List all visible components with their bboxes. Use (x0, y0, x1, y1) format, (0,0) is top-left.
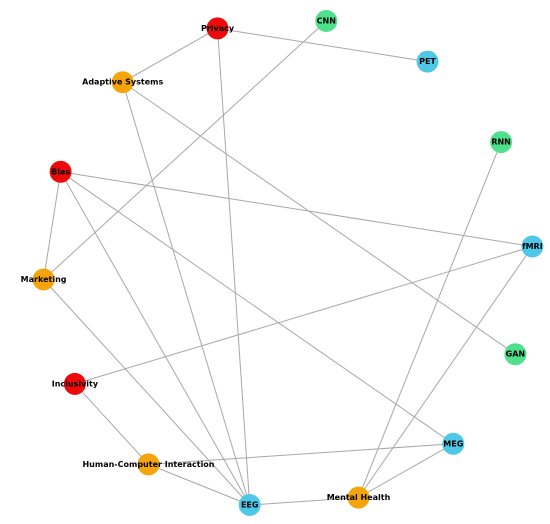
edge-rnn-mental_health (358, 141, 502, 498)
edge-adaptive_systems-privacy (122, 27, 218, 83)
node-label-privacy: Privacy (201, 24, 235, 33)
edge-eeg-marketing (43, 279, 251, 506)
node-pet: PET (416, 50, 439, 73)
node-rnn: RNN (490, 131, 513, 154)
edge-cnn-marketing (43, 20, 327, 280)
node-label-marketing: Marketing (21, 275, 67, 284)
node-privacy: Privacy (201, 17, 235, 40)
edge-meg-mental_health (358, 443, 454, 499)
edge-hci-inclusivity (74, 383, 149, 465)
edge-fmri-inclusivity (74, 246, 533, 385)
edge-marketing-bias (43, 171, 62, 280)
edge-fmri-bias (60, 171, 533, 247)
node-label-mental_health: Mental Health (327, 493, 391, 502)
node-label-inclusivity: Inclusivity (52, 379, 99, 388)
node-label-gan: GAN (506, 350, 525, 359)
edge-eeg-hci (148, 463, 250, 506)
node-circle-pet (416, 50, 439, 73)
node-circle-rnn (490, 131, 513, 154)
node-label-eeg: EEG (241, 501, 259, 510)
node-label-cnn: CNN (317, 17, 336, 26)
node-label-meg: MEG (443, 439, 463, 448)
node-label-adaptive_systems: Adaptive Systems (82, 78, 163, 87)
node-meg: MEG (442, 432, 465, 455)
node-circle-bias (49, 160, 72, 183)
node-adaptive_systems: Adaptive Systems (82, 71, 163, 94)
node-circle-fmri (521, 235, 544, 258)
edge-eeg-privacy (217, 28, 251, 506)
edge-pet-privacy (217, 27, 428, 63)
node-label-hci: Human-Computer Interaction (82, 460, 214, 469)
node-hci: Human-Computer Interaction (82, 453, 215, 476)
node-circle-marketing (32, 268, 55, 291)
node-fmri: fMRI (521, 235, 544, 258)
node-circle-hci (137, 453, 160, 476)
node-circle-privacy (206, 17, 229, 40)
node-circle-eeg (238, 494, 261, 516)
node-circle-cnn (315, 10, 338, 32)
edge-layer (43, 20, 533, 506)
edge-meg-hci (148, 443, 454, 465)
node-circle-gan (504, 343, 527, 366)
node-circle-adaptive_systems (111, 71, 134, 94)
node-marketing: Marketing (21, 268, 67, 291)
node-circle-meg (442, 432, 465, 455)
edge-eeg-mental_health (249, 497, 359, 506)
node-cnn: CNN (315, 10, 338, 32)
node-mental_health: Mental Health (327, 486, 391, 509)
node-gan: GAN (504, 343, 527, 366)
node-label-bias: Bias (51, 167, 70, 176)
node-label-fmri: fMRI (522, 242, 543, 251)
node-label-pet: PET (419, 57, 436, 66)
edge-eeg-adaptive_systems (122, 82, 251, 506)
node-eeg: EEG (238, 494, 261, 516)
edge-eeg-bias (60, 171, 251, 506)
node-bias: Bias (49, 160, 72, 183)
node-circle-inclusivity (63, 372, 86, 395)
edge-meg-bias (60, 171, 454, 445)
edge-gan-adaptive_systems (122, 81, 516, 355)
node-circle-mental_health (347, 486, 370, 509)
edge-fmri-mental_health (358, 246, 533, 498)
node-label-rnn: RNN (491, 138, 511, 147)
node-inclusivity: Inclusivity (52, 372, 99, 395)
